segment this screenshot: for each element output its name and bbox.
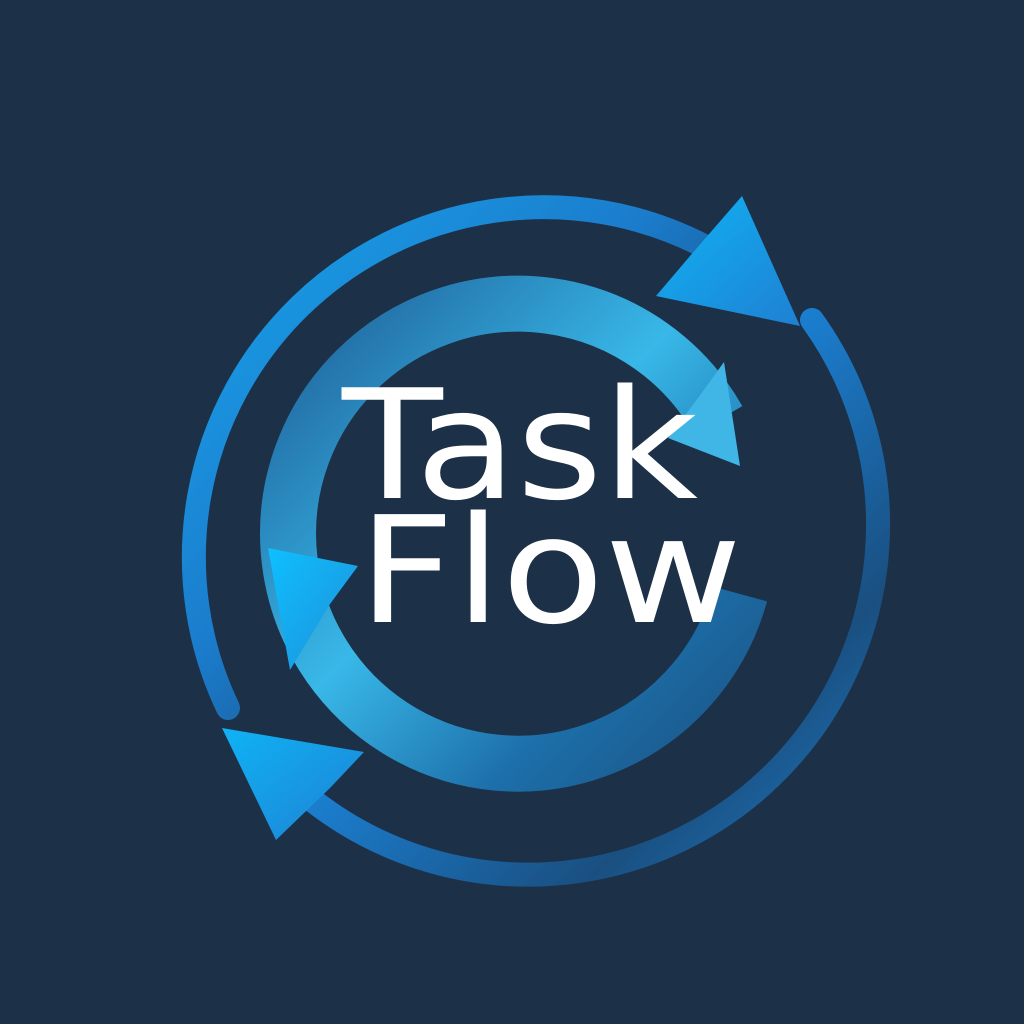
logo-text-line1: Task <box>341 357 698 534</box>
outer-arc-bottom <box>300 308 891 887</box>
inner-arrowhead-left <box>268 548 358 670</box>
logo-text-line2: Flow <box>358 485 742 657</box>
inner-arrowhead-top-right <box>668 362 740 466</box>
outer-arrowhead-bottom-left <box>222 728 364 840</box>
outer-arc-top <box>181 195 716 720</box>
outer-arrowhead-top-right <box>656 196 800 326</box>
outer-cycle-arrows-icon <box>181 195 891 887</box>
inner-cycle-arrows-icon <box>260 275 767 792</box>
